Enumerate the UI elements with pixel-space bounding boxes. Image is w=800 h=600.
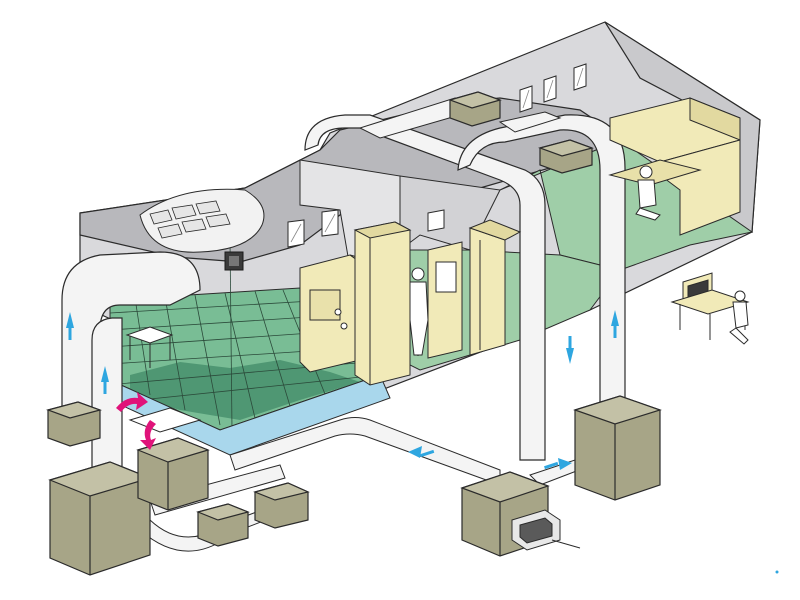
desk-icon — [608, 97, 741, 236]
window-glint — [290, 67, 584, 243]
person-icon — [409, 165, 749, 356]
return-duct-overhead — [304, 114, 546, 461]
intake-fan-icon — [511, 509, 581, 551]
supply-duct-overhead-right — [457, 114, 626, 411]
lab-table — [125, 326, 174, 368]
raised-floor-dark-patch — [130, 360, 360, 420]
ceiling-tiles — [149, 200, 231, 239]
air-handler-unit-icon — [46, 91, 662, 576]
magenta-airflow-arrow-icon — [116, 392, 156, 450]
computer-monitor-icon — [670, 272, 750, 340]
wall-control-box-face — [229, 256, 239, 266]
blue-airflow-arrow-icon — [66, 310, 619, 470]
server-rack-icon — [299, 219, 522, 386]
duct-branch-back-2 — [498, 111, 562, 133]
corner-dot — [775, 570, 779, 574]
supply-duct-vertical-left — [91, 317, 123, 471]
